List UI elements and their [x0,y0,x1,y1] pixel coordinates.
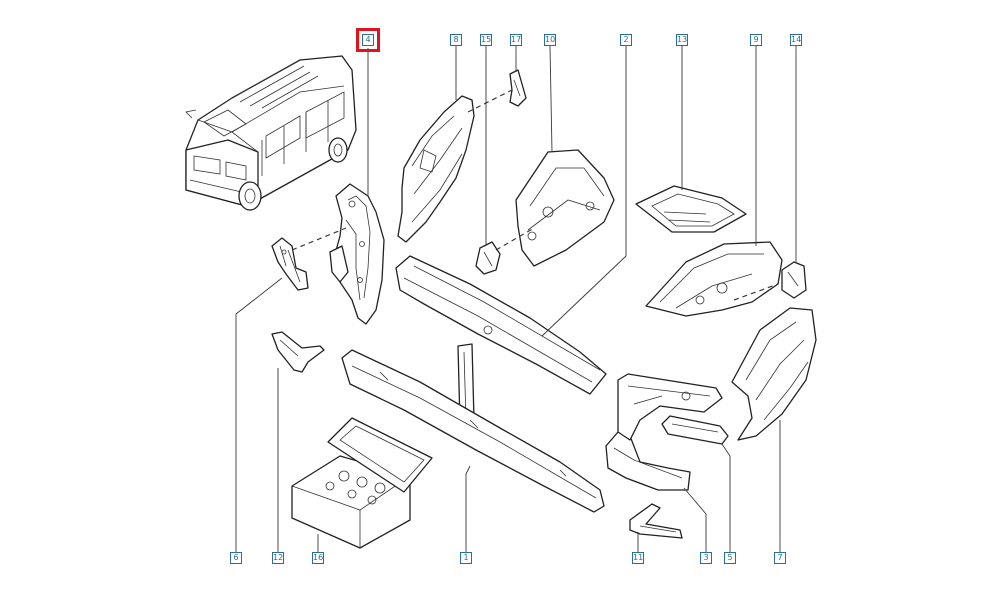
part-9-floor [645,241,783,317]
part-11-bracket [629,503,683,539]
callout-12[interactable]: 12 [272,552,284,564]
callout-5[interactable]: 5 [724,552,736,564]
part-3-side-member [605,373,723,491]
callout-4[interactable]: 4 [356,28,380,52]
part-16-fastener-kit-box [291,417,433,549]
callout-11[interactable]: 11 [632,552,644,564]
leader-1 [465,465,471,552]
callout-3[interactable]: 3 [700,552,712,564]
part-7-inner-wing [731,307,817,441]
callout-17[interactable]: 17 [510,34,522,46]
callout-13[interactable]: 13 [676,34,688,46]
van-illustration [185,55,357,211]
assembly-dashed-lines [291,89,779,301]
callout-14[interactable]: 14 [790,34,802,46]
leader-2 [541,46,627,337]
part-5-bracket [661,415,729,445]
part-2-upper-cross-member [395,255,607,431]
part-6-bracket [271,237,309,291]
leader-lines [235,45,797,552]
callout-7[interactable]: 7 [774,552,786,564]
callout-1[interactable]: 1 [460,552,472,564]
part-17-clip [509,69,527,107]
leader-6 [235,277,283,552]
callout-16[interactable]: 16 [312,552,324,564]
part-12-bracket [271,331,325,373]
part-1-lower-cross-member [341,349,605,513]
callout-6[interactable]: 6 [230,552,242,564]
part-4-side-member [329,183,385,325]
callout-9[interactable]: 9 [750,34,762,46]
callout-8[interactable]: 8 [450,34,462,46]
part-10-wheel-arch [515,149,615,267]
part-14-clip [781,261,807,299]
callout-2[interactable]: 2 [620,34,632,46]
callout-10[interactable]: 10 [544,34,556,46]
leader-3 [683,487,707,552]
leader-5 [721,443,731,552]
part-8-pillar [397,95,475,243]
part-13-panel [635,185,747,233]
part-15-bracket [475,241,501,275]
leader-10 [549,45,553,153]
callout-15[interactable]: 15 [480,34,492,46]
